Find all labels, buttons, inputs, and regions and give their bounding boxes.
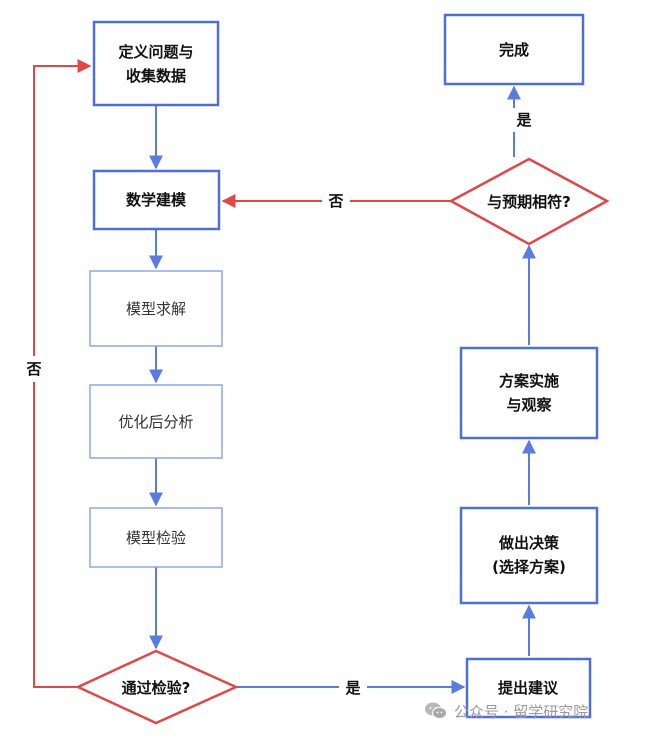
implement-label-line2: 与观察 — [506, 396, 552, 414]
edge-label-yes-pass: 是 — [344, 679, 361, 697]
suggest-label: 提出建议 — [498, 679, 559, 697]
done-label: 完成 — [499, 41, 529, 59]
watermark-text: 公众号 · 留学研究院 — [454, 702, 589, 721]
done-box — [443, 13, 585, 86]
decide-label-line1: 做出决策 — [498, 534, 560, 552]
yes-expected-label-bg — [510, 108, 540, 132]
decide-label-line2: (选择方案) — [492, 558, 566, 576]
solve-box — [89, 270, 223, 347]
no-loop-label-bg — [22, 356, 46, 382]
pass-check-diamond — [75, 649, 240, 725]
analyze-label: 优化后分析 — [118, 413, 193, 431]
model-box — [92, 169, 221, 231]
expected-diamond — [448, 157, 610, 246]
verify-label: 模型检验 — [126, 529, 186, 547]
define-box — [92, 20, 220, 107]
decide-box — [459, 506, 599, 605]
suggest-box — [465, 657, 592, 719]
expected-label: 与预期相符? — [487, 193, 571, 211]
solve-label: 模型求解 — [126, 300, 186, 318]
edge-label-no-loop: 否 — [25, 360, 41, 378]
analyze-box — [89, 384, 223, 459]
wechat-icon — [424, 701, 448, 721]
edge-label-yes-expected: 是 — [515, 111, 532, 129]
watermark: 公众号 · 留学研究院 — [424, 700, 588, 722]
edge-label-no-expected: 否 — [327, 192, 343, 210]
implement-box — [459, 346, 599, 440]
model-label: 数学建模 — [126, 191, 187, 209]
implement-label-line1: 方案实施 — [499, 372, 559, 390]
verify-box — [89, 507, 223, 568]
pass-check-label: 通过检验? — [122, 679, 191, 697]
yes-pass-label-bg — [339, 675, 367, 699]
no-expected-label-bg — [322, 189, 350, 213]
define-label-line2: 收集数据 — [126, 67, 186, 85]
define-label-line1: 定义问题与 — [118, 43, 193, 61]
